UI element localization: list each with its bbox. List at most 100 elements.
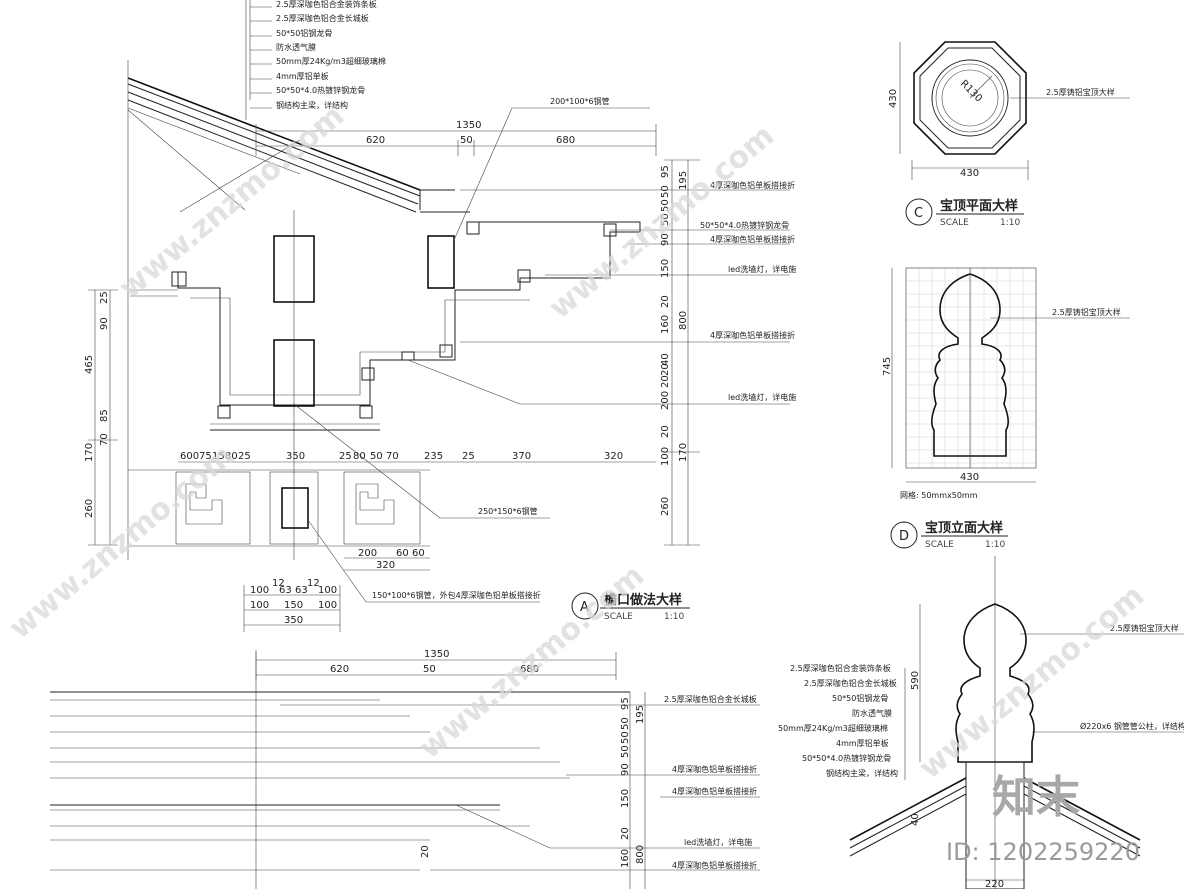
dim-label: 170 bbox=[678, 443, 689, 462]
dim-label: 350 bbox=[286, 451, 305, 462]
dim-label: 20 bbox=[660, 295, 671, 308]
detail-d-finial-elevation: 2.5厚铸铝宝顶大样 745 430 网格: 50mmx50mm D 宝顶立面大… bbox=[882, 267, 1130, 550]
dim-label: 200 bbox=[358, 548, 377, 559]
detail-marker: A bbox=[580, 600, 589, 615]
right-dimension-chain: 95 195 50 50 50 90 150 20 160 800 40 20 … bbox=[660, 159, 700, 546]
roof-slope bbox=[127, 77, 470, 213]
dim-label: 220 bbox=[985, 879, 1004, 889]
dim-label: 60 bbox=[396, 548, 409, 559]
dim-label: 20 bbox=[660, 363, 671, 376]
layer-note: 2.5厚深咖色铝合金长城板 bbox=[804, 678, 897, 688]
dim-label: 680 bbox=[556, 135, 575, 146]
layer-note: 4mm厚铝单板 bbox=[836, 738, 889, 748]
detail-c-finial-plan: R130 430 430 2.5厚铸铝宝顶大样 C 宝顶平面大样 SCALE 1… bbox=[888, 41, 1130, 228]
dim-label: 150 bbox=[660, 259, 671, 278]
note: 2.5厚铸铝宝顶大样 bbox=[1052, 307, 1121, 317]
dim-label: 100 bbox=[250, 600, 269, 611]
dim-label: 50 bbox=[423, 664, 436, 675]
dim-label: 90 bbox=[99, 317, 110, 330]
dim-label: 620 bbox=[366, 135, 385, 146]
note: led洗墙灯，详电施 bbox=[684, 837, 752, 847]
dim-label: 85 bbox=[99, 409, 110, 422]
note-pipe-top: 200*100*6钢管 bbox=[550, 96, 610, 106]
dim-label: 40 bbox=[910, 813, 921, 826]
dim-label: 100 bbox=[250, 585, 269, 596]
dim-label: 80 bbox=[353, 451, 366, 462]
dim-label: 60 bbox=[412, 548, 425, 559]
layer-note: 50*50*4.0热镀锌钢龙骨 bbox=[802, 753, 891, 763]
dim-label: 160 bbox=[660, 315, 671, 334]
note-right: 4厚深咖色铝单板搭接折 bbox=[710, 330, 795, 340]
fretwork-panel bbox=[128, 469, 430, 547]
layer-note: 钢结构主梁，详结构 bbox=[276, 100, 348, 110]
dim-label: 20 bbox=[660, 425, 671, 438]
note-right: 50*50*4.0热镀锌钢龙骨 bbox=[700, 220, 789, 230]
dim-label: 160 bbox=[620, 849, 631, 868]
note-right: 4厚深咖色铝单板搭接折 bbox=[710, 234, 795, 244]
scale-label: SCALE bbox=[940, 218, 969, 228]
note-pipe-bottom: 150*100*6钢管，外包4厚深咖色铝单板搭接折 bbox=[372, 590, 541, 600]
dim-label: 745 bbox=[882, 357, 893, 376]
grid-50mm bbox=[905, 267, 1037, 468]
layer-note: 50*50铝钢龙骨 bbox=[276, 28, 332, 38]
dim-label: 100 bbox=[660, 447, 671, 466]
note: Ø220x6 钢管管公柱，详结构 bbox=[1080, 721, 1184, 731]
detail-marker: C bbox=[914, 206, 923, 221]
layer-note: 4mm厚铝单板 bbox=[276, 71, 329, 81]
note: 4厚深咖色铝单板搭接折 bbox=[672, 860, 757, 870]
dim-label: 800 bbox=[678, 311, 689, 330]
dim-label: 25 bbox=[99, 291, 110, 304]
dim-label: 170 bbox=[84, 443, 95, 462]
detail-title: 檐口做法大样 bbox=[604, 592, 682, 608]
note: 2.5厚铸铝宝顶大样 bbox=[1110, 623, 1179, 633]
dim-label: 20 bbox=[660, 375, 671, 388]
steel-pipe-bottom bbox=[281, 487, 309, 529]
layer-note: 钢结构主梁，详结构 bbox=[826, 768, 898, 778]
dim-label: 200 bbox=[660, 391, 671, 410]
dim-label: 50 bbox=[620, 745, 631, 758]
dim-label: 50 bbox=[660, 213, 671, 226]
dim-label: 235 bbox=[424, 451, 443, 462]
layer-notes: 2.5厚深咖色铝合金装饰条板 2.5厚深咖色铝合金长城板 50*50铝钢龙骨 防… bbox=[249, 0, 386, 110]
layer-note: 防水透气膜 bbox=[276, 42, 316, 52]
dim-label: 150 bbox=[284, 600, 303, 611]
note-right: 4厚深咖色铝单板搭接折 bbox=[710, 180, 795, 190]
dim-label: 600 bbox=[180, 451, 199, 462]
dim-label: 260 bbox=[84, 499, 95, 518]
scale-value: 1:10 bbox=[1000, 218, 1020, 228]
dim-label: 20 bbox=[620, 827, 631, 840]
steel-pipe-top bbox=[427, 235, 455, 289]
dim-label: 195 bbox=[678, 171, 689, 190]
dim-label: 100 bbox=[318, 585, 337, 596]
dim-label: 90 bbox=[620, 763, 631, 776]
dim-label: 260 bbox=[660, 497, 671, 516]
dim-label: 465 bbox=[84, 355, 95, 374]
dim-label: 195 bbox=[635, 705, 646, 724]
note: 2.5厚铸铝宝顶大样 bbox=[1046, 87, 1115, 97]
watermark-text: www.znzmo.com bbox=[413, 558, 651, 766]
note-pipe-mid: 250*150*6钢管 bbox=[478, 506, 538, 516]
dim-label: 25 bbox=[238, 451, 251, 462]
dim-label: 680 bbox=[520, 664, 539, 675]
detail-a-title-block: A 檐口做法大样 SCALE 1:10 bbox=[571, 592, 690, 622]
detail-bottom-right: 590 40 220 2.5厚铸铝宝顶大样 Ø220x6 钢管管公柱，详结构 2… bbox=[778, 556, 1184, 889]
left-dimension-chain: 25 90 465 85 70 170 260 bbox=[84, 289, 118, 546]
dim-label: 12 bbox=[272, 578, 285, 589]
bottom-dimension-chains: 100 12 63 63 12 100 100 150 100 350 bbox=[243, 578, 341, 632]
dim-label: 95 bbox=[660, 165, 671, 178]
dim-label: 430 bbox=[960, 472, 979, 483]
dim-label: 430 bbox=[888, 89, 899, 108]
note: 2.5厚深咖色铝合金长城板 bbox=[664, 694, 757, 704]
layer-note: 50*50*4.0热镀锌钢龙骨 bbox=[276, 85, 365, 95]
dim-label: 63 bbox=[295, 585, 308, 596]
dim-label: 50 bbox=[660, 199, 671, 212]
layer-note: 2.5厚深咖色铝合金长城板 bbox=[276, 13, 369, 23]
dim-label: 15 bbox=[212, 451, 225, 462]
dim-label: 350 bbox=[284, 615, 303, 626]
dim-label: 320 bbox=[376, 560, 395, 571]
layer-note: 2.5厚深咖色铝合金装饰条板 bbox=[790, 663, 891, 673]
dim-label: 70 bbox=[99, 433, 110, 446]
dim-label: 590 bbox=[910, 671, 921, 690]
dim-label: 25 bbox=[462, 451, 475, 462]
